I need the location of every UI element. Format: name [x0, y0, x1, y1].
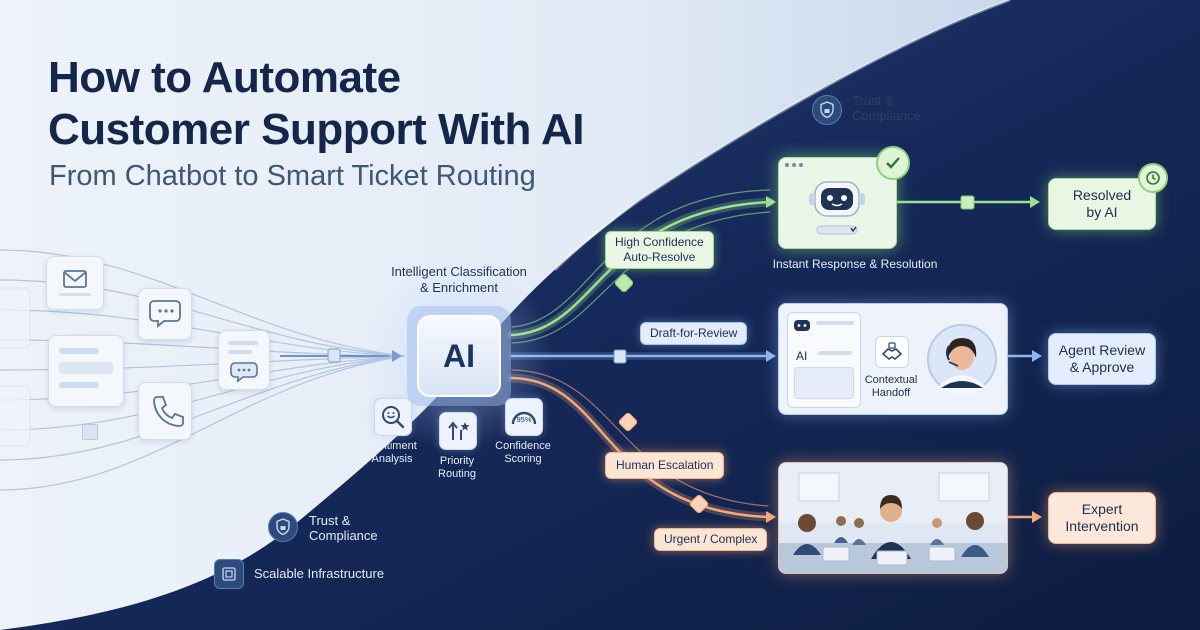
robot-icon — [809, 181, 865, 235]
agent-review-box: Agent Review& Approve — [1048, 333, 1156, 385]
phone-icon — [153, 396, 184, 427]
draft-ai-label: AI — [796, 349, 808, 363]
window-dots — [785, 163, 803, 167]
human-team-panel — [778, 462, 1008, 574]
priority-routing-icon — [448, 421, 470, 440]
mail-icon — [59, 270, 91, 296]
message-channel-card — [218, 330, 270, 390]
chatbot-window — [778, 157, 897, 249]
phone-channel-card — [138, 382, 192, 440]
chat-bubble-icon — [149, 300, 181, 328]
confidence-gauge-text: 95% — [516, 415, 531, 424]
team-meeting-illustration — [779, 463, 1007, 573]
urgent-complex-pill: Urgent / Complex — [654, 528, 768, 551]
hub-heading-line-2: & Enrichment — [419, 280, 499, 295]
hub-heading: Intelligent Classification & Enrichment — [372, 264, 546, 296]
ai-hub-label: AI — [443, 337, 475, 374]
robot-small-icon — [794, 320, 810, 331]
email-channel-card — [46, 256, 104, 310]
server-icon — [214, 559, 244, 589]
clock-icon — [1138, 163, 1168, 193]
human-escalation-pill: Human Escalation — [605, 452, 725, 479]
confidence-feature-box: 95% — [505, 398, 543, 436]
priority-feature-box — [439, 412, 477, 450]
page-title: How to Automate Customer Support With AI — [48, 52, 584, 156]
handoff-icon-box — [875, 336, 909, 368]
handshake-icon — [881, 342, 903, 360]
ai-draft-card: AI — [787, 312, 861, 408]
resolved-line-2: by AI — [1086, 204, 1118, 220]
agent-review-line-2: & Approve — [1069, 359, 1135, 375]
sentiment-feature-box — [374, 398, 412, 436]
expert-line-1: Expert — [1081, 501, 1123, 517]
confidence-gauge-icon: 95% — [511, 411, 537, 425]
expert-line-2: Intervention — [1065, 518, 1139, 534]
ticket-form-card — [48, 335, 124, 407]
agent-review-line-1: Agent Review — [1058, 342, 1146, 358]
scalable-infrastructure-label: Scalable Infrastructure — [254, 566, 385, 581]
chat-channel-card — [138, 288, 192, 340]
shield-lock-icon-bottom — [268, 512, 298, 542]
title-line-1: How to Automate — [48, 53, 401, 102]
form-lines-icon — [59, 348, 113, 388]
trust-compliance-bottom: Trust &Compliance — [309, 513, 378, 543]
trust-compliance-top: Trust &Compliance — [852, 93, 921, 123]
chatbot-caption: Instant Response & Resolution — [772, 257, 938, 271]
message-icon — [228, 341, 258, 383]
hub-heading-line-1: Intelligent Classification — [391, 264, 527, 279]
shield-lock-icon-top — [812, 95, 842, 125]
check-icon — [876, 146, 910, 180]
title-line-2: Customer Support With AI — [48, 105, 584, 154]
agent-avatar — [927, 324, 997, 395]
page-subtitle: From Chatbot to Smart Ticket Routing — [49, 160, 536, 192]
ticket-node-icon — [82, 424, 98, 440]
draft-review-pill: Draft-for-Review — [640, 322, 748, 345]
sentiment-search-icon — [382, 406, 405, 429]
resolved-line-1: Resolved — [1072, 187, 1132, 203]
